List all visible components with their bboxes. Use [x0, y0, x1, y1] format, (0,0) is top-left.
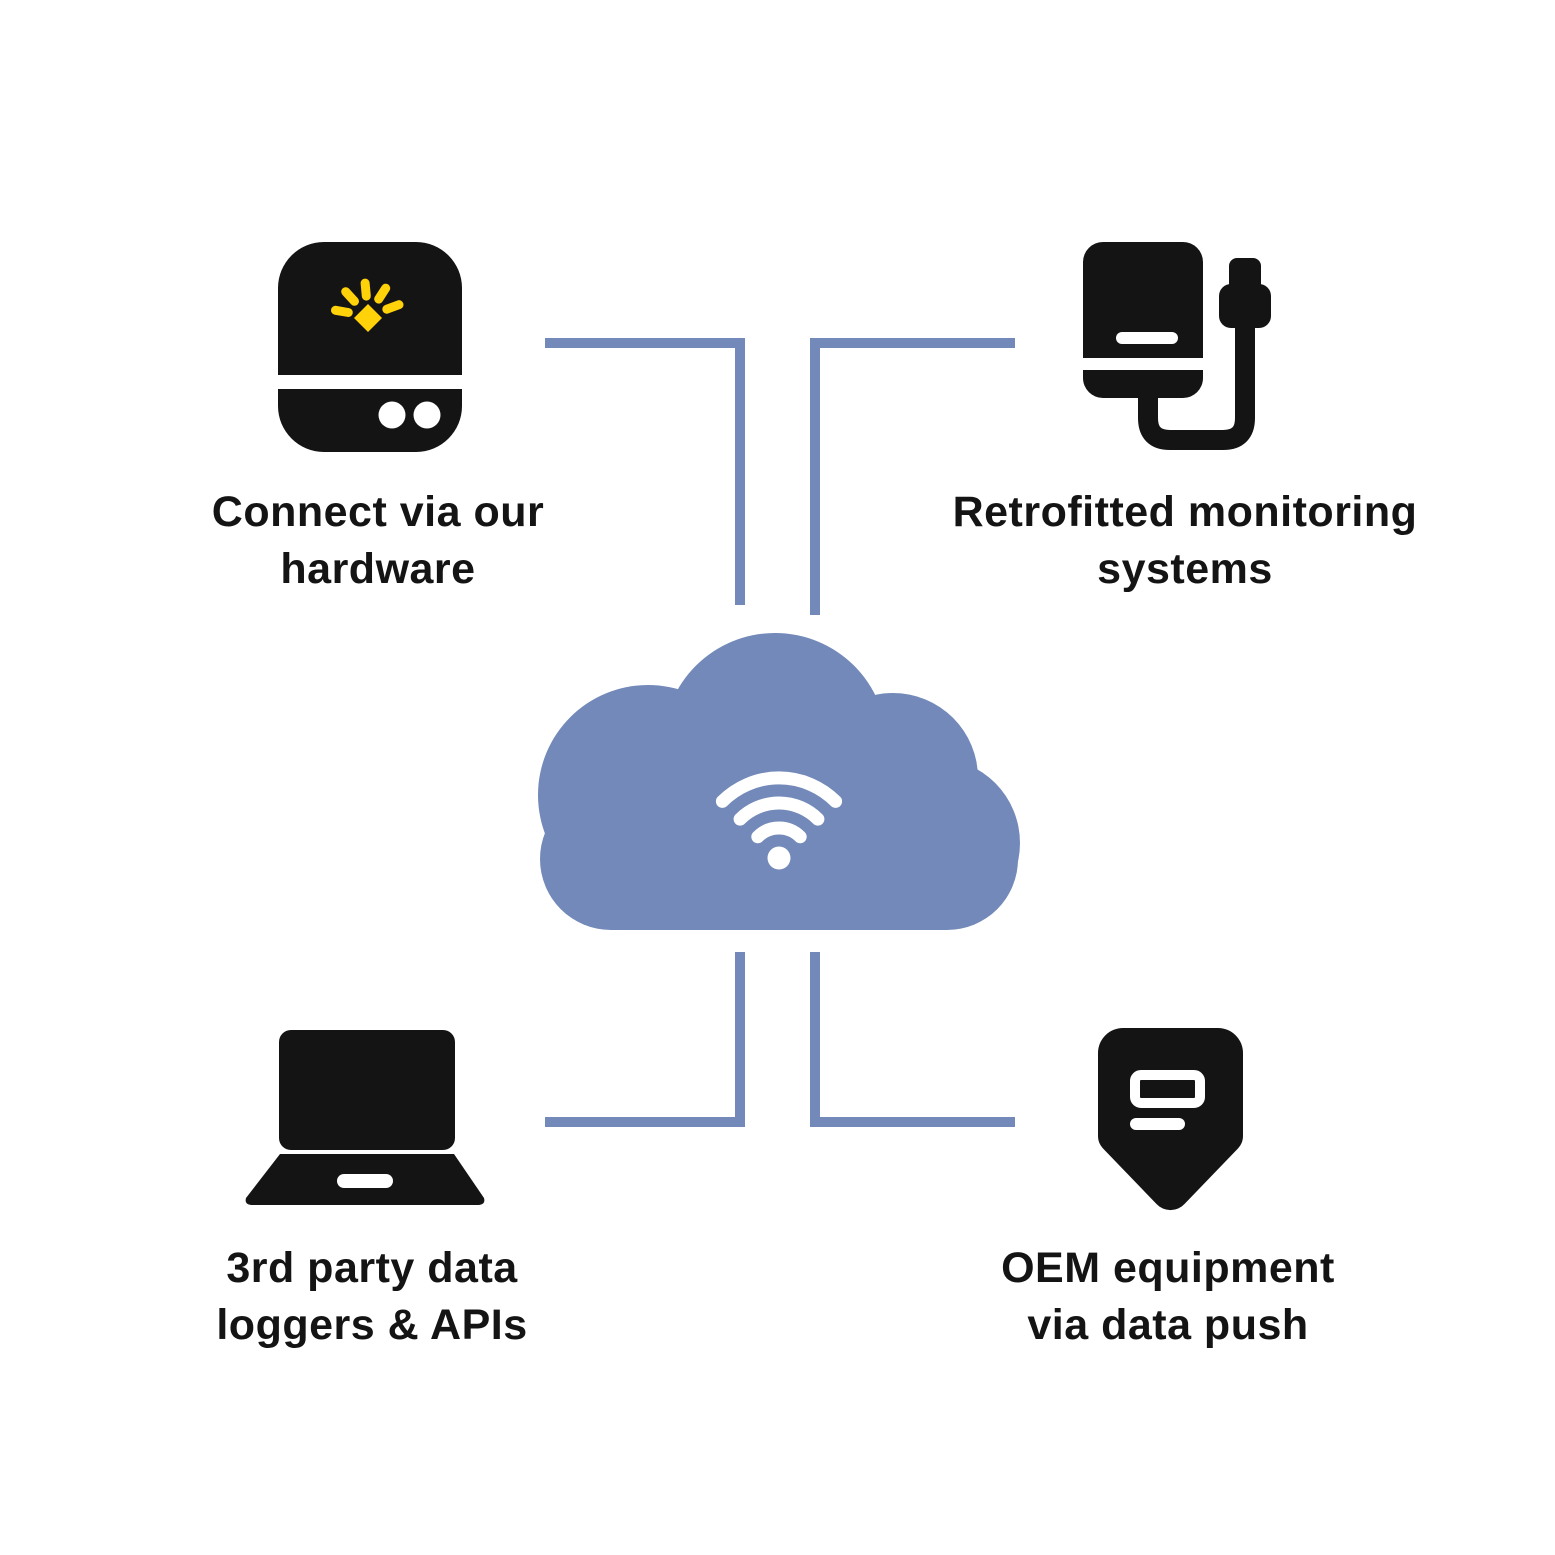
sparkle-icon [331, 278, 404, 332]
status-dot [378, 401, 406, 429]
node-label-oem: OEM equipment via data push [1001, 1244, 1335, 1349]
laptop-screen [279, 1030, 455, 1150]
cable [1138, 325, 1255, 450]
meter-display [1130, 1070, 1205, 1108]
plug-tip [1229, 258, 1261, 292]
node-label-our-hardware: Connect via our hardware [211, 488, 545, 593]
connector-top-right [810, 338, 1015, 615]
connector-bottom-right [810, 952, 1015, 1127]
plug-body [1219, 284, 1271, 328]
connector-lines [545, 338, 1015, 1127]
cloud-icon [538, 633, 1020, 930]
retrofit-plug-device-icon [1083, 242, 1271, 450]
wifi-icon [715, 771, 843, 870]
laptop-icon [245, 1030, 485, 1205]
device-body [1083, 242, 1203, 398]
gateway-device-icon [278, 242, 462, 452]
node-label-third-party: 3rd party data loggers & APIs [216, 1244, 528, 1349]
connector-top-left [545, 338, 745, 605]
node-label-retrofitted: Retrofitted monitoring systems [952, 488, 1418, 593]
status-dot [413, 401, 441, 429]
oem-meter-icon [1098, 1028, 1243, 1211]
connector-bottom-left [545, 952, 745, 1127]
